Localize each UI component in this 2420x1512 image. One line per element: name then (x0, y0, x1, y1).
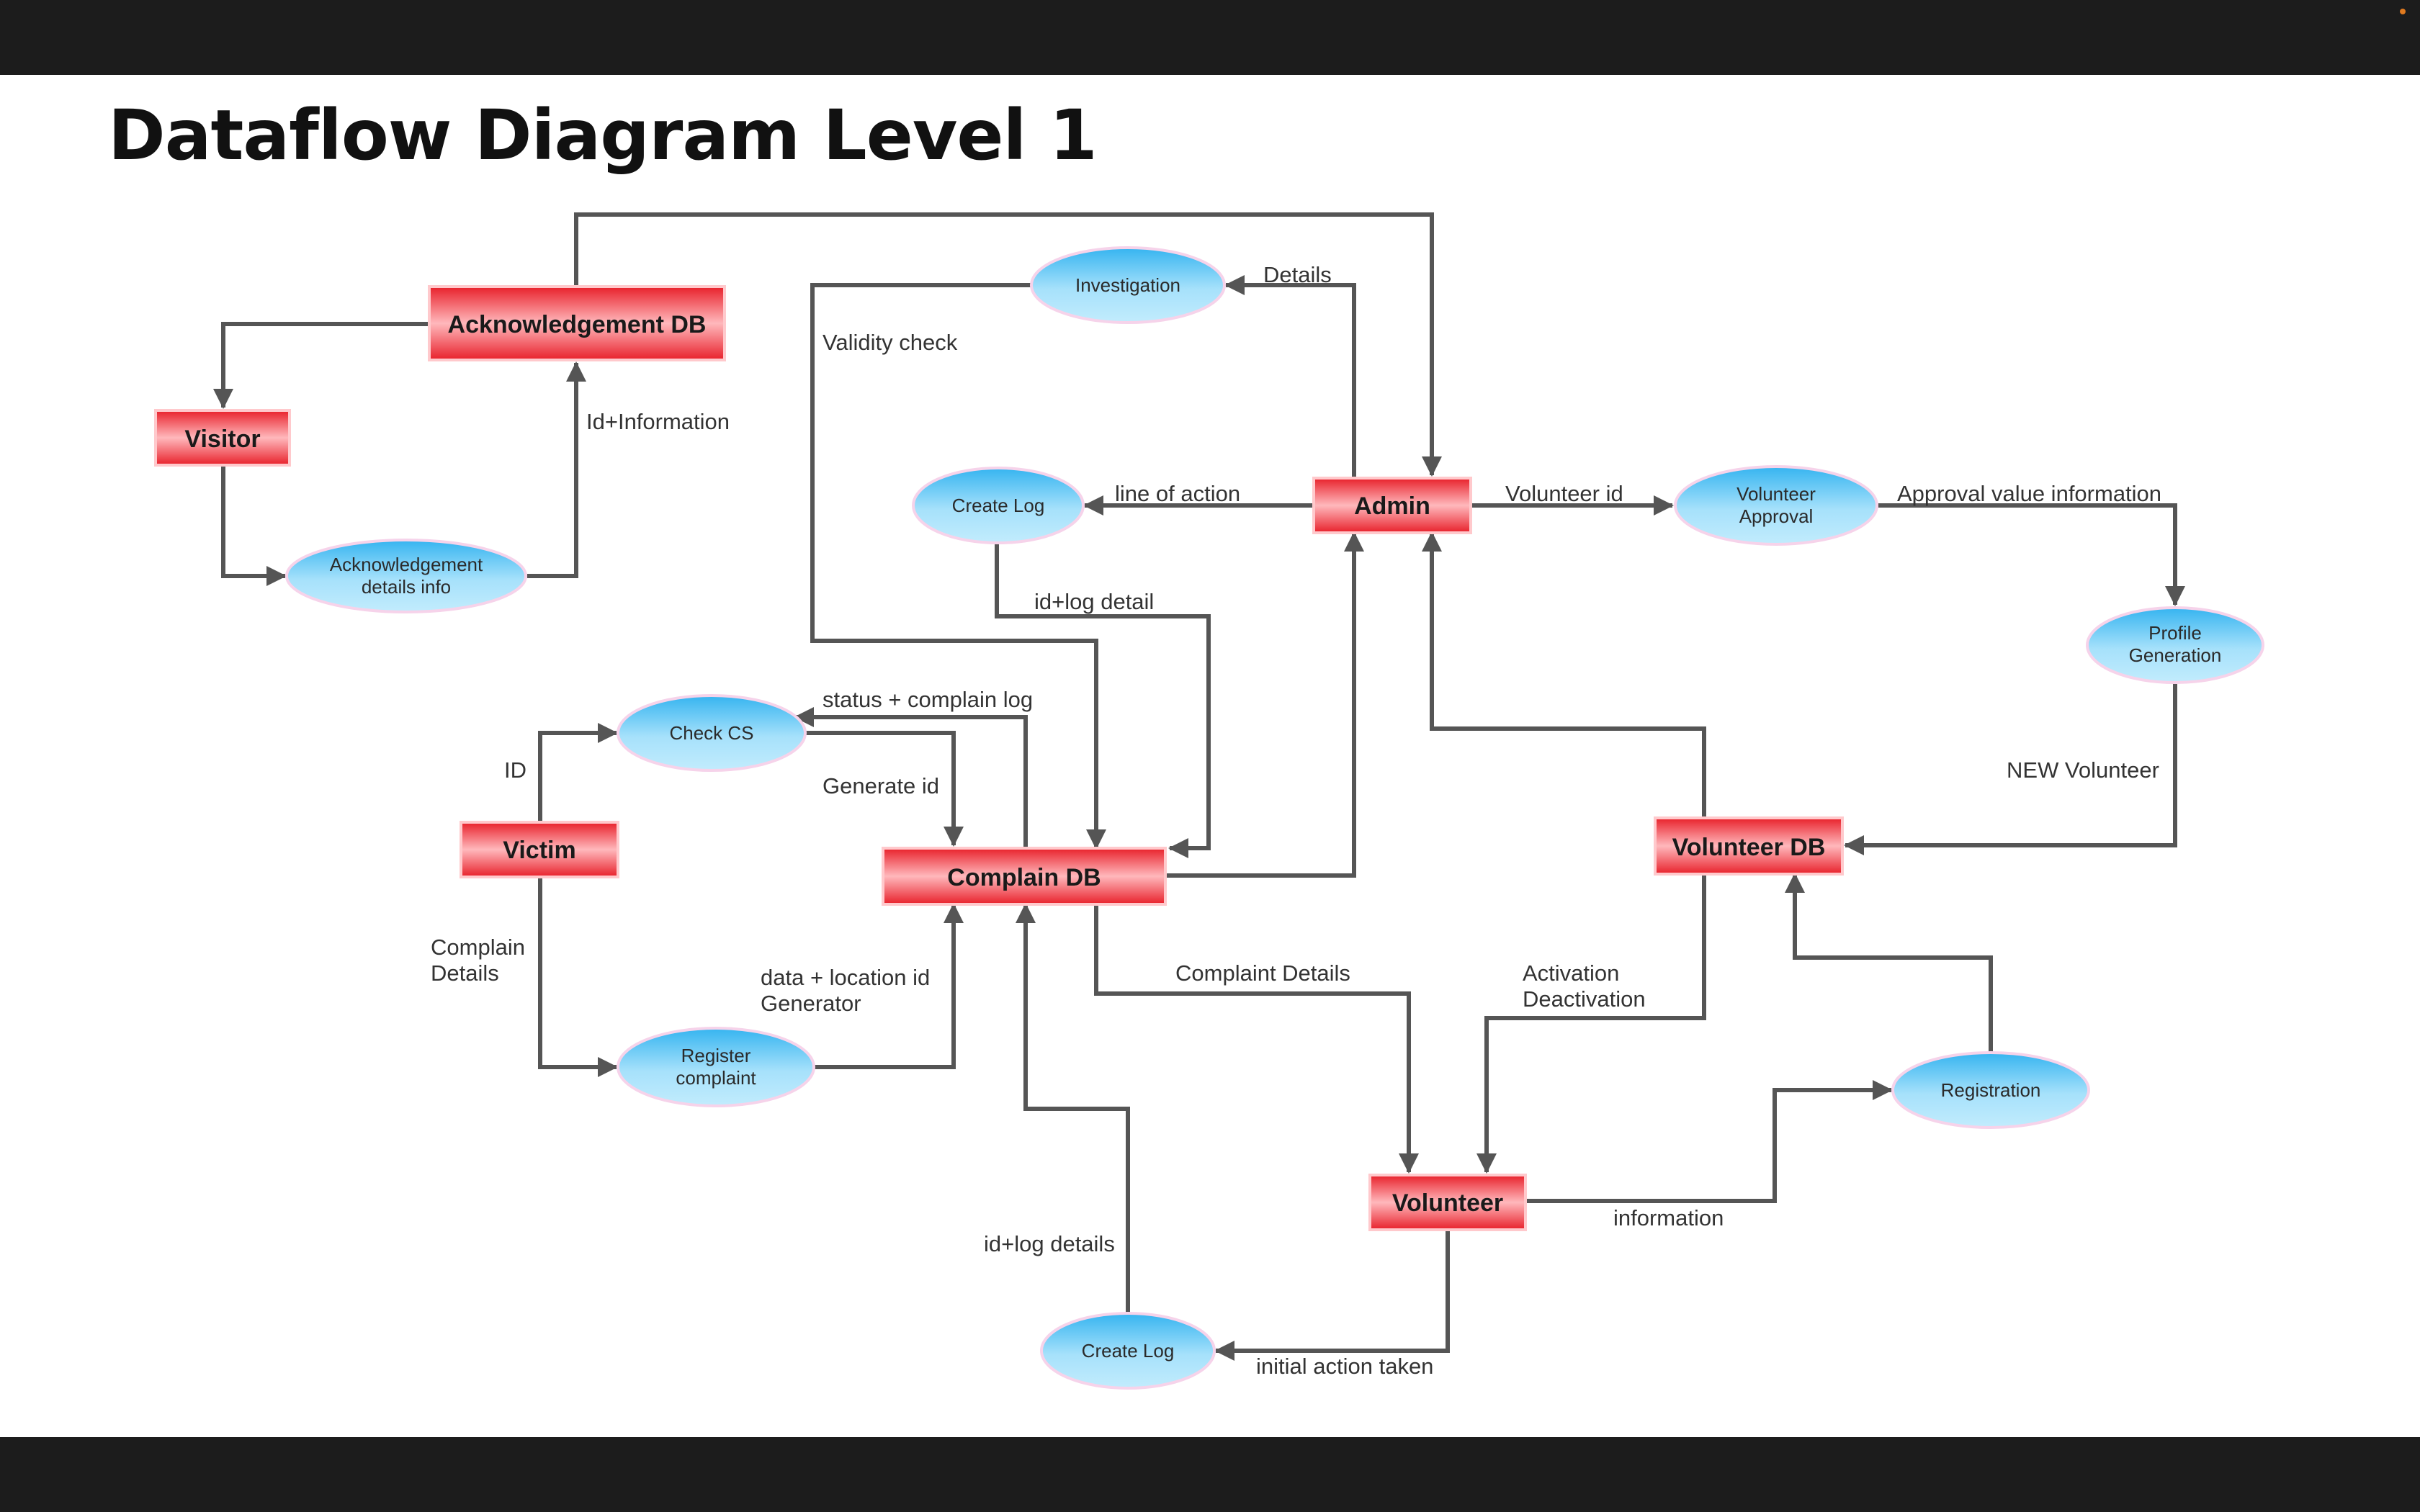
entity-visitor: Visitor (154, 409, 291, 467)
process-create-log-bottom-label: Create Log (1082, 1340, 1175, 1362)
flow-createlog-to-complaindb (995, 543, 1211, 858)
entities: Acknowledgement DB Visitor Admin Victim … (154, 285, 1844, 1231)
flow-complaindb-to-checkcs (794, 707, 1028, 848)
top-window-bar (0, 0, 2420, 75)
process-investigation: Investigation (1030, 246, 1226, 324)
label-complaint-details: Complaint Details (1175, 960, 1350, 986)
process-registration-label: Registration (1941, 1079, 2041, 1101)
label-id-log-detail: id+log detail (1034, 589, 1154, 614)
process-check-cs: Check CS (617, 694, 807, 772)
label-initial-action-taken: initial action taken (1256, 1354, 1433, 1379)
label-status-complain-log: status + complain log (823, 687, 1033, 712)
label-id: ID (504, 757, 526, 783)
label-data-location-id-2: Generator (761, 991, 861, 1016)
entity-admin: Admin (1312, 477, 1472, 534)
process-create-log-bottom: Create Log (1040, 1312, 1216, 1390)
entity-volunteer-db: Volunteer DB (1654, 816, 1844, 876)
label-activation: Activation (1523, 960, 1619, 986)
process-create-log-top: Create Log (912, 467, 1085, 544)
flow-investigation-to-complaindb (810, 283, 1106, 850)
label-data-location-id-1: data + location id (761, 965, 930, 990)
flow-ackdb-to-visitor (213, 322, 429, 409)
label-validity-check: Validity check (823, 330, 958, 355)
label-new-volunteer: NEW Volunteer (2007, 757, 2159, 783)
label-approval-value-information: Approval value information (1897, 481, 2161, 506)
process-volunteer-approval-label-2: Approval (1739, 505, 1814, 527)
flow-victim-to-registercomplaint (538, 877, 618, 1077)
process-profile-generation-label-1: Profile (2148, 622, 2202, 644)
process-acknowledgement-details-info: Acknowledgement details info (285, 539, 527, 613)
flow-registration-to-volunteerdb (1785, 873, 1993, 1057)
recording-indicator-icon (2400, 9, 2406, 14)
flow-victim-to-checkcs (538, 723, 618, 821)
entity-acknowledgement-db: Acknowledgement DB (428, 285, 726, 361)
flow-arrows (213, 212, 2185, 1361)
flow-ackdb-to-admin (574, 212, 1442, 477)
process-create-log-top-label: Create Log (952, 495, 1045, 516)
label-complain-details-1: Complain (431, 935, 525, 960)
label-generate-id: Generate id (823, 773, 939, 798)
entity-complain-db-label: Complain DB (947, 864, 1101, 891)
process-investigation-label: Investigation (1075, 274, 1180, 296)
flow-createlog-to-complaindb-bottom (1016, 903, 1130, 1315)
process-volunteer-approval-label-1: Volunteer (1736, 483, 1816, 505)
bottom-window-bar (0, 1437, 2420, 1512)
process-acknowledgement-details-info-label-1: Acknowledgement (330, 554, 483, 575)
process-register-complaint-label-1: Register (681, 1045, 751, 1066)
entity-acknowledgement-db-label: Acknowledgement DB (448, 311, 707, 338)
process-check-cs-label: Check CS (669, 722, 753, 744)
entity-victim-label: Victim (503, 837, 575, 864)
flow-ackdetails-to-ackdb (527, 361, 586, 578)
flow-profilegen-to-volunteerdb (1844, 684, 2177, 855)
flow-labels: Details Validity check Id+Information li… (431, 262, 2161, 1379)
label-line-of-action: line of action (1115, 481, 1240, 506)
flow-volunteerdb-to-volunteer (1476, 874, 1706, 1174)
flow-admin-to-investigation (1224, 275, 1356, 478)
flow-volunteerdb-to-admin (1422, 531, 1706, 818)
entity-admin-label: Admin (1354, 492, 1430, 520)
label-id-information: Id+Information (586, 409, 730, 434)
process-volunteer-approval: Volunteer Approval (1674, 465, 1878, 546)
process-profile-generation-label-2: Generation (2129, 644, 2222, 666)
flow-approval-to-profilegen (1878, 503, 2185, 606)
label-deactivation: Deactivation (1523, 986, 1646, 1012)
label-information: information (1613, 1205, 1724, 1230)
slide-title: Dataflow Diagram Level 1 (108, 95, 1098, 176)
processes: Investigation Create Log Acknowledgement… (285, 246, 2264, 1390)
entity-complain-db: Complain DB (882, 847, 1167, 906)
flow-checkcs-to-complaindb (804, 731, 964, 847)
process-profile-generation: Profile Generation (2086, 606, 2264, 684)
label-details: Details (1263, 262, 1332, 287)
entity-victim: Victim (460, 821, 619, 878)
process-acknowledgement-details-info-label-2: details info (362, 576, 451, 598)
label-id-log-details: id+log details (984, 1231, 1115, 1256)
flow-volunteer-to-createlog (1214, 1230, 1450, 1361)
flow-volunteer-to-registration (1525, 1080, 1893, 1203)
flow-visitor-to-ackdetails (221, 465, 287, 586)
entity-visitor-label: Visitor (184, 426, 260, 453)
label-complain-details-2: Details (431, 960, 499, 986)
process-registration: Registration (1891, 1051, 2090, 1129)
entity-volunteer: Volunteer (1368, 1174, 1527, 1231)
flow-registercomplaint-to-complaindb (814, 903, 964, 1069)
entity-volunteer-db-label: Volunteer DB (1672, 834, 1826, 861)
label-volunteer-id: Volunteer id (1505, 481, 1623, 506)
process-register-complaint-label-2: complaint (676, 1067, 756, 1089)
flow-complaindb-to-volunteer (1094, 904, 1419, 1174)
flow-complaindb-to-admin (1165, 531, 1364, 878)
entity-volunteer-label: Volunteer (1392, 1189, 1503, 1217)
process-register-complaint: Register complaint (617, 1027, 815, 1107)
